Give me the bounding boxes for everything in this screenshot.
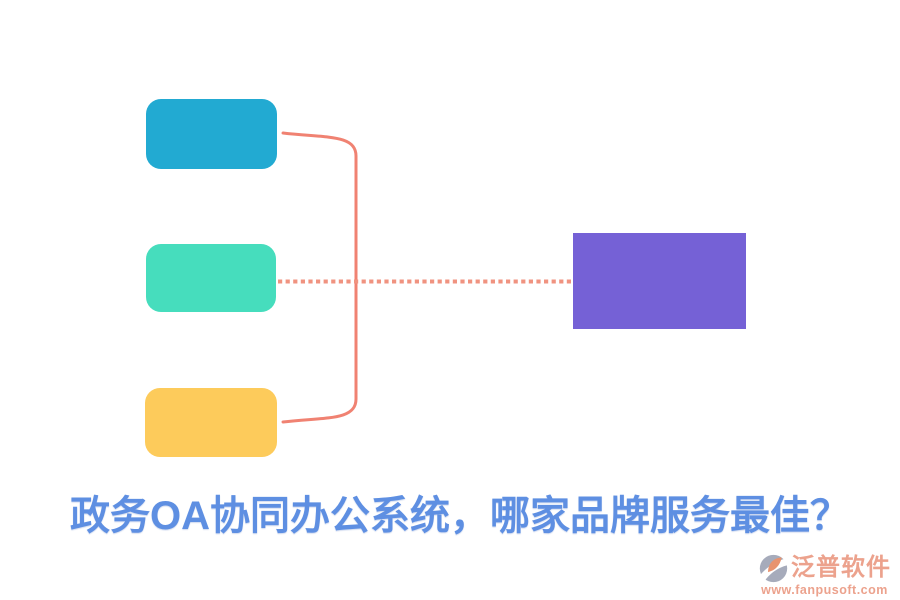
node-result-purple <box>573 233 746 329</box>
watermark-brand-text: 泛普软件 <box>791 554 891 582</box>
logo-swoosh-cut <box>758 557 789 584</box>
brand-watermark: 泛普软件 www.fanpusoft.com <box>758 552 891 597</box>
logo-leaf <box>768 557 782 573</box>
node-middle-teal <box>146 244 276 312</box>
fanpu-logo-icon <box>758 554 789 584</box>
page-title: 政务OA协同办公系统，哪家品牌服务最佳？ <box>70 494 850 538</box>
watermark-row: 泛普软件 <box>758 552 891 585</box>
node-top-blue <box>146 99 277 169</box>
node-bottom-yellow <box>145 388 277 457</box>
bracket-connector <box>281 131 358 424</box>
watermark-url-text: www.fanpusoft.com <box>761 583 888 597</box>
